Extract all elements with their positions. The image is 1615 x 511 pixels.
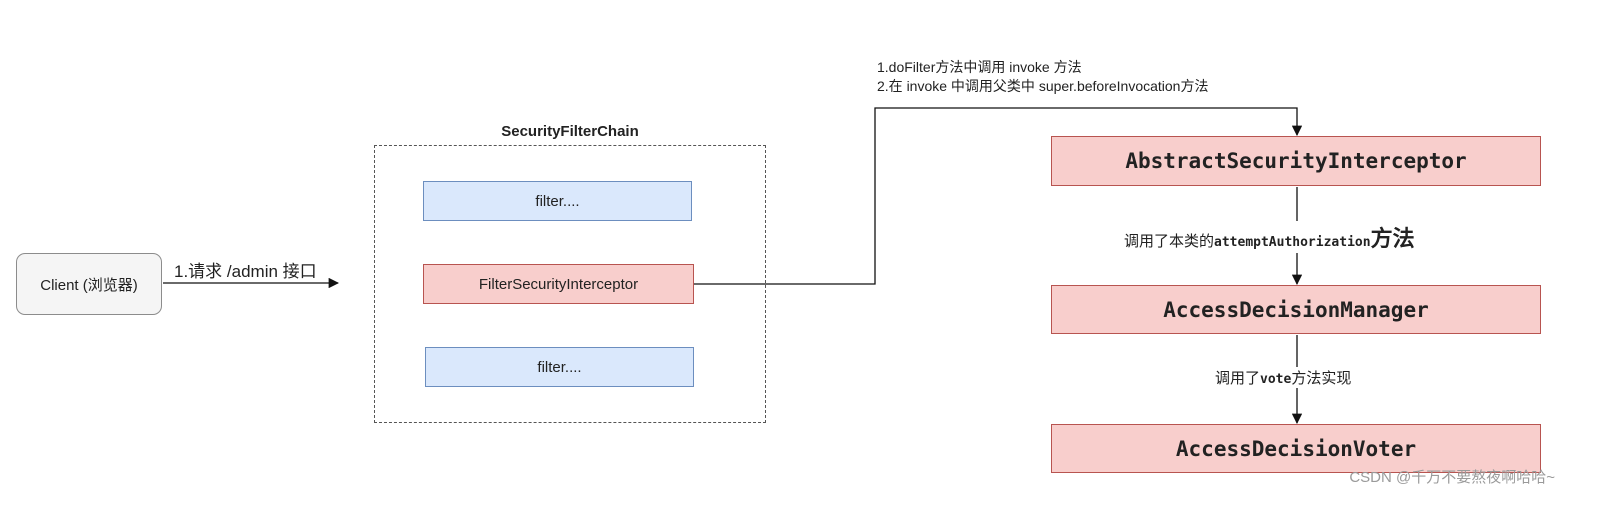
attempt-code: attemptAuthorization [1214,235,1371,250]
vote-label: 调用了vote方法实现 [1211,367,1356,388]
watermark: CSDN @千万不要熬夜啊哈哈~ [1349,469,1555,486]
filter-security-interceptor-box: FilterSecurityInterceptor [423,264,694,304]
attempt-prefix: 调用了本类的 [1124,233,1215,250]
client-box: Client (浏览器) [16,253,162,315]
filter-label: FilterSecurityInterceptor [478,275,639,293]
note-line-2: 2.在 invoke 中调用父类中 super.beforeInvocation… [877,78,1209,94]
interceptor-to-abstract-arrow [694,107,1303,285]
access-decision-voter-box: AccessDecisionVoter [1051,424,1541,473]
note-line-1: 1.doFilter方法中调用 invoke 方法 [877,59,1082,75]
filter-label: filter.... [537,358,582,376]
invoke-note: 1.doFilter方法中调用 invoke 方法 2.在 invoke 中调用… [877,58,1208,96]
filter-box-top: filter.... [423,181,692,221]
vote-code: vote [1260,372,1292,387]
abstract-security-interceptor-box: AbstractSecurityInterceptor [1051,136,1541,186]
filter-label: filter.... [535,192,580,210]
filter-box-bottom: filter.... [425,347,694,387]
chain-title: SecurityFilterChain [501,123,639,140]
abstract-security-interceptor-label: AbstractSecurityInterceptor [1125,149,1467,173]
attempt-authorization-label: 调用了本类的attemptAuthorization方法 [1120,221,1419,253]
vote-suffix: 方法实现 [1291,370,1352,387]
security-filter-chain [374,145,766,423]
access-decision-manager-box: AccessDecisionManager [1051,285,1541,334]
vote-prefix: 调用了 [1215,370,1261,387]
access-decision-voter-label: AccessDecisionVoter [1175,436,1417,461]
access-decision-manager-label: AccessDecisionManager [1163,297,1429,322]
attempt-suffix: 方法 [1370,226,1415,251]
request-label: 1.请求 /admin 接口 [174,262,317,281]
client-label: Client (浏览器) [40,276,138,294]
